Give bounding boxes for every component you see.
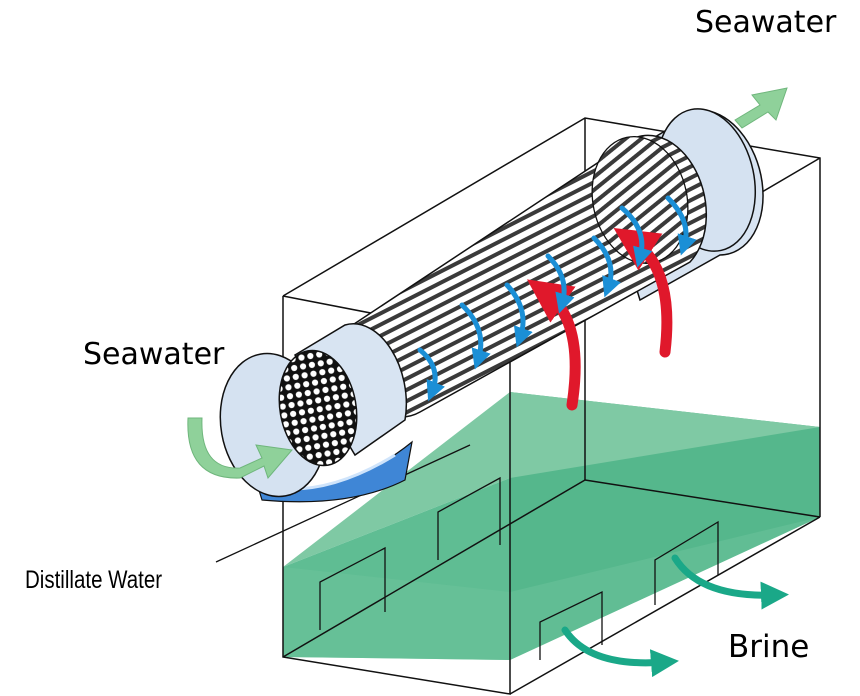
curved-arrow-down-icon	[459, 302, 491, 370]
brine-pool	[283, 392, 820, 660]
curved-arrow-down-icon	[417, 347, 446, 402]
curved-arrow-right-icon	[561, 626, 679, 678]
tank-weirs	[319, 476, 719, 660]
arrow-up-right-icon	[734, 87, 788, 129]
curved-arrow-up-icon	[526, 279, 581, 411]
condensate-arrows	[417, 195, 697, 402]
seawater-inlet-label: Seawater	[83, 337, 225, 372]
distillate-water-label: Distillate Water	[25, 566, 163, 594]
distillate-pointer-line	[215, 444, 471, 563]
curved-arrow-down-icon	[545, 253, 575, 314]
brine-arrows	[561, 554, 789, 678]
curved-arrow-down-icon	[665, 195, 697, 256]
curved-arrow-icon	[187, 417, 293, 479]
curved-arrow-down-icon	[504, 282, 533, 348]
brine-label: Brine	[728, 629, 810, 665]
curved-arrow-down-icon	[619, 205, 653, 268]
curved-arrow-right-icon	[671, 554, 789, 610]
curved-arrow-down-icon	[591, 235, 621, 298]
seawater-outlet-label: Seawater	[695, 5, 837, 40]
